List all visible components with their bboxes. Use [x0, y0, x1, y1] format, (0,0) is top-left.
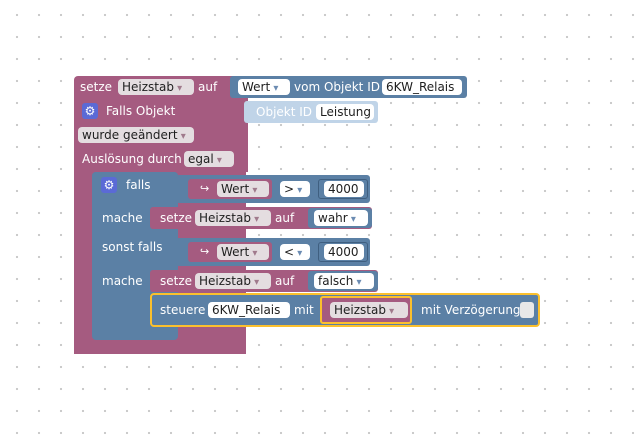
return-arrow-icon: ↪	[200, 182, 210, 195]
delay-checkbox[interactable]	[520, 302, 534, 318]
if-sonst-falls-label: sonst falls	[102, 240, 163, 254]
if-falls-label: falls	[126, 178, 151, 192]
set-1-setze-label: setze	[160, 211, 193, 225]
getter-object-id-field[interactable]: 6KW_Relais	[382, 79, 462, 95]
if-gear-icon[interactable]: ⚙	[101, 177, 117, 193]
set-1-var-dropdown[interactable]: Heizstab	[195, 210, 271, 226]
ausloesung-dropdown[interactable]: egal	[184, 151, 234, 167]
compare-2-operator[interactable]: <	[280, 244, 310, 260]
compare-1-value-field[interactable]: 4000	[324, 181, 364, 197]
control-mit-label: mit	[294, 303, 314, 317]
compare-1-wert-dropdown[interactable]: Wert	[217, 181, 269, 197]
return-arrow-icon: ↪	[200, 245, 210, 258]
control-object-id-field[interactable]: 6KW_Relais	[208, 302, 290, 318]
set-2-var-dropdown[interactable]: Heizstab	[195, 273, 271, 289]
outer-var-dropdown[interactable]: Heizstab	[118, 79, 194, 95]
outer-setze-label: setze	[80, 80, 113, 94]
trigger-block-footer	[74, 340, 246, 354]
set-2-setze-label: setze	[160, 274, 193, 288]
set-2-value-dropdown[interactable]: falsch	[314, 273, 374, 289]
set-1-value-dropdown[interactable]: wahr	[314, 210, 368, 226]
if-row-2-bar	[92, 236, 178, 266]
set-1-auf-label: auf	[275, 211, 295, 225]
compare-1-operator[interactable]: >	[280, 181, 310, 197]
control-verzoegerung-label: mit Verzögerung	[421, 303, 521, 317]
control-steuere-label: steuere	[160, 303, 206, 317]
set-2-auf-label: auf	[275, 274, 295, 288]
trigger-gear-icon[interactable]: ⚙	[82, 103, 98, 119]
falls-objekt-label: Falls Objekt	[106, 104, 176, 118]
control-var-dropdown[interactable]: Heizstab	[330, 302, 408, 318]
compare-2-wert-dropdown[interactable]: Wert	[217, 244, 269, 260]
objekt-id-label: Objekt ID	[256, 105, 313, 119]
outer-auf-label: auf	[198, 80, 218, 94]
compare-2-value-field[interactable]: 4000	[324, 244, 364, 260]
ausloesung-label: Auslösung durch	[82, 152, 182, 166]
objekt-id-field[interactable]: Leistung	[316, 104, 374, 120]
if-mache2-label: mache	[102, 274, 143, 288]
if-mache-label: mache	[102, 211, 143, 225]
wurde-geaendert-dropdown[interactable]: wurde geändert	[78, 127, 194, 143]
getter-wert-dropdown[interactable]: Wert	[238, 79, 290, 95]
getter-vom-objekt-label: vom Objekt ID	[294, 80, 380, 94]
